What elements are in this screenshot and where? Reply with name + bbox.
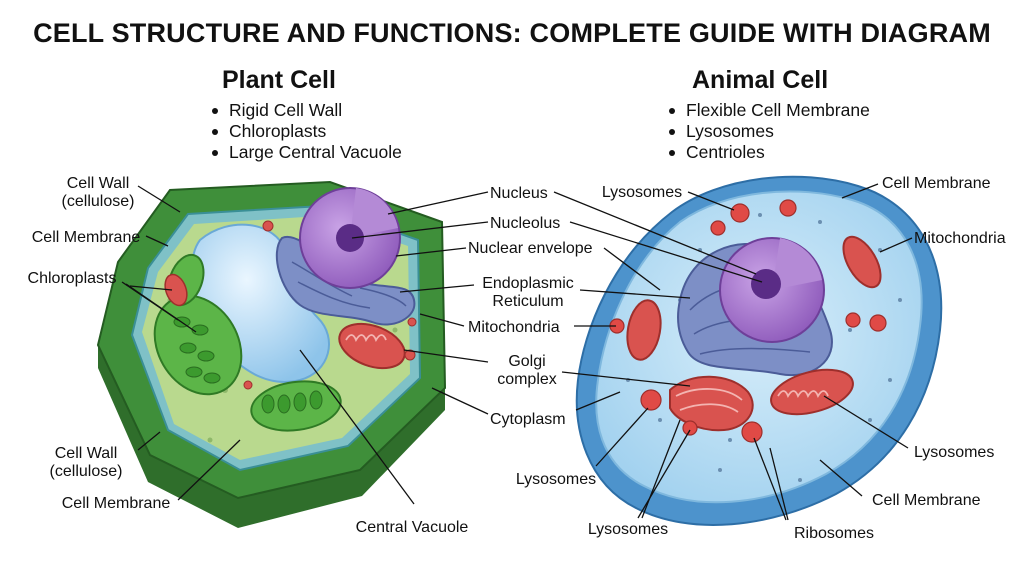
label-plant-mitochondria: Mitochondria — [468, 319, 560, 336]
label-animal-cell-membrane-top: Cell Membrane — [882, 175, 991, 192]
label-plant-er: Endoplasmic — [482, 275, 574, 292]
label-plant-cell-wall-top-sub: (cellulose) — [62, 193, 135, 210]
label-plant-cell-wall-bottom: Cell Wall — [55, 445, 118, 462]
animal-golgi — [669, 375, 754, 432]
label-plant-cell-membrane-top: Cell Membrane — [32, 229, 141, 246]
plant-feature-list: Rigid Cell Wall Chloroplasts Large Centr… — [209, 100, 402, 163]
label-plant-golgi: Golgi — [508, 353, 545, 370]
animal-lysosomes — [609, 199, 887, 443]
plant-feature-item: Large Central Vacuole — [209, 142, 402, 163]
label-plant-nuclear-envelope: Nuclear envelope — [468, 240, 593, 257]
label-plant-nucleus: Nucleus — [490, 185, 548, 202]
label-plant-golgi-sub: complex — [497, 371, 557, 388]
plant-nucleus — [299, 187, 401, 289]
animal-mitochondrion — [842, 235, 882, 289]
plant-feature-item: Rigid Cell Wall — [209, 100, 402, 121]
label-plant-cytoplasm: Cytoplasm — [490, 411, 566, 428]
animal-labels: Lysosomes Cell Membrane Mitochondria Lys… — [516, 175, 1006, 542]
plant-nucleolus — [336, 224, 364, 252]
animal-mitochondrion — [770, 368, 854, 416]
animal-cell-heading: Animal Cell — [692, 66, 829, 94]
plant-feature-item: Chloroplasts — [209, 121, 402, 142]
label-animal-lysosomes-left: Lysosomes — [516, 471, 596, 488]
label-animal-mitochondria: Mitochondria — [914, 230, 1006, 247]
label-plant-chloroplasts: Chloroplasts — [28, 270, 117, 287]
label-animal-ribosomes: Ribosomes — [794, 525, 874, 542]
label-plant-cell-wall-top: Cell Wall — [67, 175, 130, 192]
plant-cell-wall-side — [98, 345, 445, 528]
label-plant-cell-membrane-bottom: Cell Membrane — [62, 495, 171, 512]
label-animal-lysosomes-bottom: Lysosomes — [588, 521, 668, 538]
plant-cell-heading: Plant Cell — [222, 66, 336, 94]
animal-ribosome-dots — [626, 213, 902, 482]
animal-feature-list: Flexible Cell Membrane Lysosomes Centrio… — [666, 100, 870, 163]
label-animal-lysosomes-right: Lysosomes — [914, 444, 994, 461]
label-plant-central-vacuole: Central Vacuole — [356, 519, 469, 536]
page-title: CELL STRUCTURE AND FUNCTIONS: COMPLETE G… — [33, 18, 991, 48]
leader-lines — [121, 183, 913, 521]
plant-labels: Cell Wall (cellulose) Cell Membrane Chlo… — [28, 175, 593, 536]
animal-mitochondrion — [626, 299, 662, 361]
plant-mitochondrion — [338, 322, 406, 370]
animal-cell — [575, 175, 943, 526]
label-animal-cell-membrane-bottom: Cell Membrane — [872, 492, 981, 509]
animal-nucleolus — [751, 269, 781, 299]
animal-feature-item: Centrioles — [666, 142, 870, 163]
label-animal-lysosomes-top: Lysosomes — [602, 184, 682, 201]
label-plant-er-sub: Reticulum — [492, 293, 563, 310]
plant-chloroplast — [250, 380, 342, 432]
plant-vesicles — [243, 220, 417, 390]
animal-nucleus — [719, 237, 825, 343]
label-plant-cell-wall-bottom-sub: (cellulose) — [50, 463, 123, 480]
plant-cell — [96, 180, 447, 528]
label-plant-nucleolus: Nucleolus — [490, 215, 560, 232]
plant-mitochondrion — [164, 273, 188, 307]
animal-feature-item: Flexible Cell Membrane — [666, 100, 870, 121]
animal-feature-item: Lysosomes — [666, 121, 870, 142]
